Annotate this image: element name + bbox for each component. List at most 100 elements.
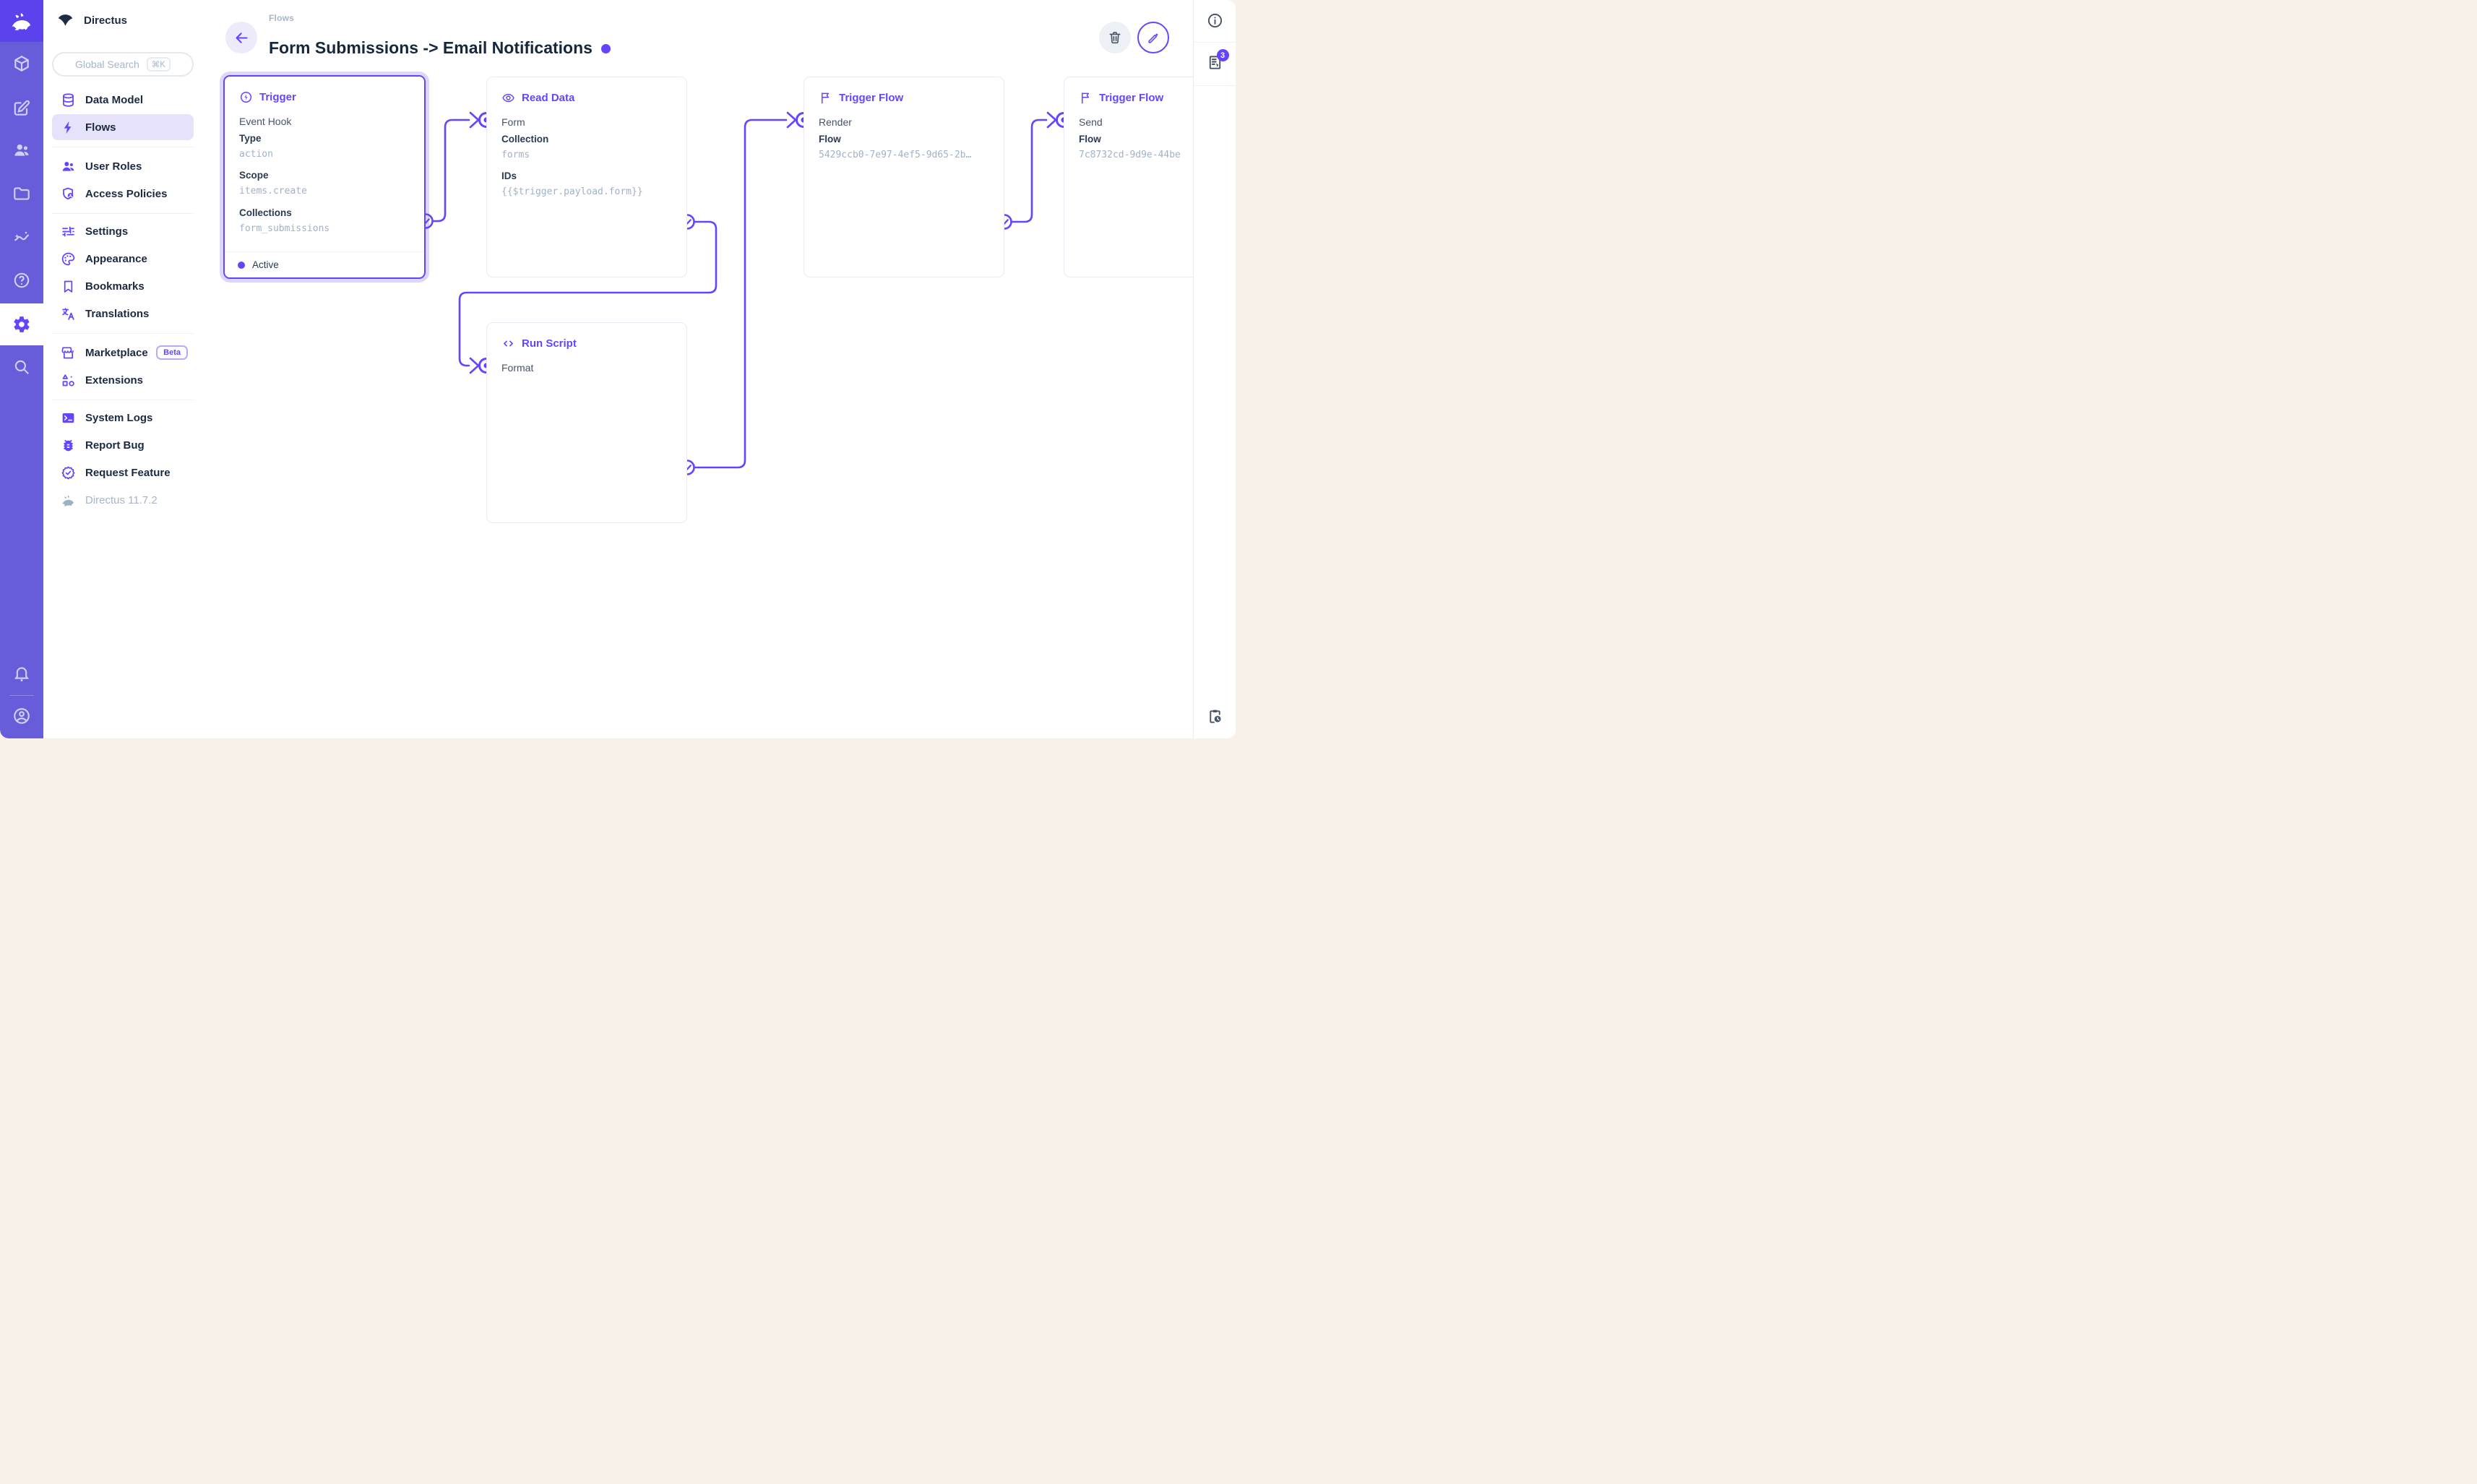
nav-divider [52, 213, 194, 214]
directus-logo[interactable] [0, 0, 43, 42]
bolt-icon [64, 121, 72, 134]
shield-user-icon [63, 187, 74, 199]
sidebar-item-settings[interactable]: Settings [52, 218, 194, 244]
gear-icon [14, 316, 30, 332]
project-switcher[interactable]: Directus [52, 7, 194, 33]
page-title: Form Submissions -> Email Notifications [269, 38, 611, 58]
flag-icon [1081, 92, 1090, 103]
right-sidebar: 3 [1193, 0, 1236, 738]
sidebar-item-request-feature[interactable]: Request Feature [52, 460, 194, 486]
panel-title: Trigger [259, 90, 296, 103]
folder-icon [14, 187, 30, 200]
rabbit-icon [12, 13, 31, 30]
logs-icon-wrap: 3 [1207, 49, 1229, 74]
module-bar-divider [9, 695, 34, 696]
bug-icon [64, 439, 73, 451]
logs-sidebar-button[interactable]: 3 [1194, 48, 1236, 80]
sidebar-item-marketplace[interactable]: Marketplace Beta [52, 340, 194, 366]
breadcrumb[interactable]: Flows [269, 13, 295, 23]
users-icon [62, 161, 74, 171]
flag-icon [821, 92, 830, 103]
extensions-icon [62, 374, 74, 387]
sidebar-item-system-logs[interactable]: System Logs [52, 405, 194, 431]
account-button[interactable] [0, 700, 43, 732]
field-value: 5429ccb0-7e97-4ef5-9d65-2b… [819, 150, 972, 160]
field-label: Flow [819, 134, 841, 144]
right-sidebar-divider [1194, 85, 1236, 86]
panel-node-name: Render [819, 116, 852, 128]
panel-node-name: Event Hook [239, 116, 292, 127]
connection-run-script-to-trigger-flow-render [686, 118, 788, 469]
insights-icon [14, 231, 30, 241]
revisions-sidebar-button[interactable] [1194, 700, 1236, 732]
sidebar-item-label: User Roles [85, 160, 142, 173]
delete-flow-button[interactable] [1099, 22, 1131, 53]
logs-count-badge: 3 [1216, 49, 1229, 61]
sidebar-item-label: Report Bug [85, 439, 145, 452]
flow-panel-trigger-flow-render[interactable]: Trigger Flow Render Flow 5429ccb0-7e97-4… [804, 77, 1004, 277]
sidebar-item-label: Extensions [85, 374, 144, 387]
sidebar-item-data-model[interactable]: Data Model [52, 87, 194, 113]
panel-node-name: Send [1079, 116, 1103, 128]
module-insights[interactable] [0, 221, 43, 253]
info-sidebar-button[interactable] [1194, 4, 1236, 36]
panel-title: Read Data [522, 91, 575, 104]
rabbit-icon [62, 495, 74, 506]
sidebar-item-report-bug[interactable]: Report Bug [52, 432, 194, 458]
search-shortcut: ⌘K [146, 57, 171, 72]
beta-badge: Beta [156, 345, 188, 360]
sidebar-item-flows[interactable]: Flows [52, 114, 194, 140]
version-text: Directus 11.7.2 [85, 493, 158, 506]
field-value: {{$trigger.payload.form}} [501, 186, 643, 197]
back-button[interactable] [225, 22, 257, 53]
global-search-input[interactable]: Global Search ⌘K [52, 52, 194, 77]
notifications-button[interactable] [0, 657, 43, 689]
nav-divider [52, 333, 194, 334]
right-sidebar-divider [1194, 42, 1236, 43]
cube-icon [14, 56, 29, 72]
status-dot [238, 261, 245, 269]
field-label: Collections [239, 207, 292, 218]
module-users[interactable] [0, 134, 43, 166]
module-content[interactable] [0, 48, 43, 79]
panel-title: Run Script [522, 337, 577, 350]
module-settings[interactable] [0, 303, 43, 345]
sidebar-item-label: Access Policies [85, 187, 168, 200]
module-files[interactable] [0, 178, 43, 210]
trigger-bolt-icon [240, 91, 252, 103]
users-icon [14, 144, 29, 156]
sidebar-item-user-roles[interactable]: User Roles [52, 153, 194, 179]
edit-flow-button[interactable] [1137, 22, 1169, 53]
field-label: Collection [501, 134, 549, 144]
module-editor[interactable] [0, 92, 43, 124]
sidebar-item-label: Bookmarks [85, 280, 145, 293]
panel-node-name: Form [501, 116, 525, 128]
connection-arrowhead [469, 357, 480, 374]
field-label: Flow [1079, 134, 1101, 144]
flow-panel-run-script[interactable]: Run Script Format [486, 322, 687, 523]
sidebar-item-bookmarks[interactable]: Bookmarks [52, 273, 194, 299]
sidebar-item-label: Settings [85, 225, 129, 238]
sidebar-item-access-policies[interactable]: Access Policies [52, 181, 194, 207]
field-label: Type [239, 133, 262, 144]
flow-panel-trigger-flow-send[interactable]: Trigger Flow Send Flow 7c8732cd-9d9e-44b… [1064, 77, 1193, 277]
database-icon [63, 92, 74, 107]
trigger-status-row: Active [225, 251, 424, 277]
module-help[interactable] [0, 264, 43, 296]
flow-panel-read-data[interactable]: Read Data Form Collection forms IDs {{$t… [486, 77, 687, 277]
connection-trigger-flow-render-to-send [1003, 118, 1048, 223]
info-icon [1207, 13, 1222, 27]
flow-panel-trigger[interactable]: Trigger Event Hook Type action Scope ite… [223, 75, 426, 279]
module-search[interactable] [0, 351, 43, 383]
sidebar-item-extensions[interactable]: Extensions [52, 367, 194, 393]
arrow-left-icon [235, 32, 248, 43]
seal-check-icon [61, 466, 75, 479]
flow-color-dot [600, 44, 611, 54]
field-value: form_submissions [239, 223, 330, 234]
bookmark-icon [64, 280, 73, 293]
sidebar-item-translations[interactable]: Translations [52, 301, 194, 327]
flow-canvas-area: Flows Form Submissions -> Email Notifica… [202, 0, 1193, 738]
sidebar-item-appearance[interactable]: Appearance [52, 246, 194, 272]
sidebar-item-label: Marketplace [85, 346, 148, 359]
sidebar-item-label: Flows [85, 121, 116, 134]
